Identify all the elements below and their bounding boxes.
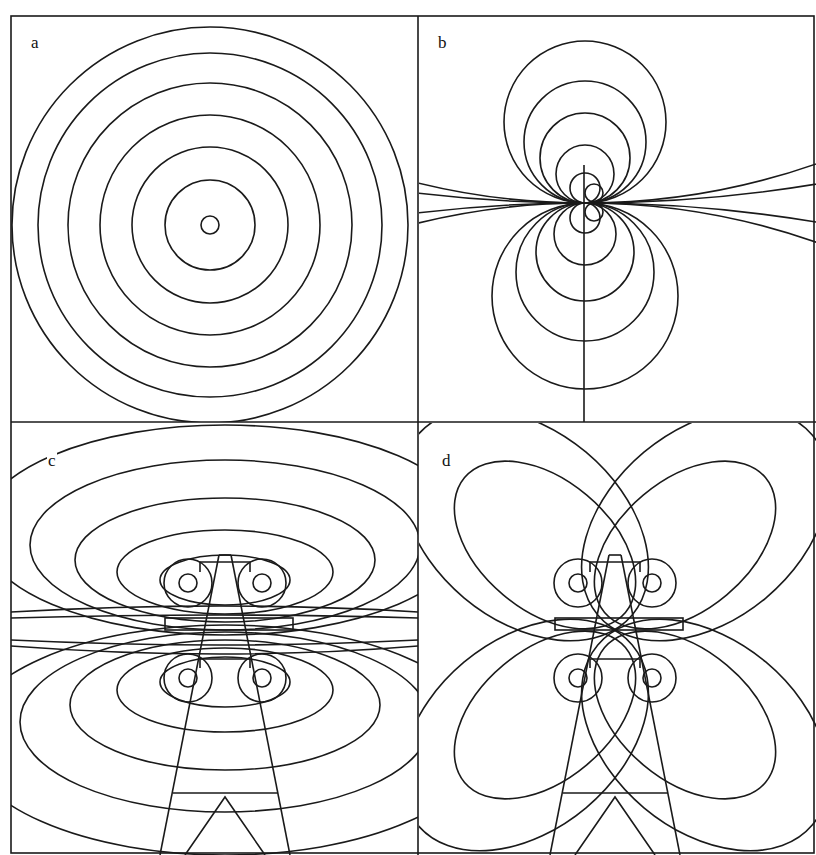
panel-letter: a — [30, 34, 40, 51]
panel-letter: d — [441, 452, 452, 469]
divider — [417, 16, 419, 855]
frame — [11, 16, 814, 853]
field-lines — [419, 423, 816, 855]
panel-letter: b — [437, 34, 448, 51]
divider — [11, 421, 816, 423]
concentric-field — [12, 27, 408, 422]
field-lines — [11, 425, 418, 855]
dipole-field — [419, 16, 816, 422]
panel-letter: c — [47, 452, 57, 469]
